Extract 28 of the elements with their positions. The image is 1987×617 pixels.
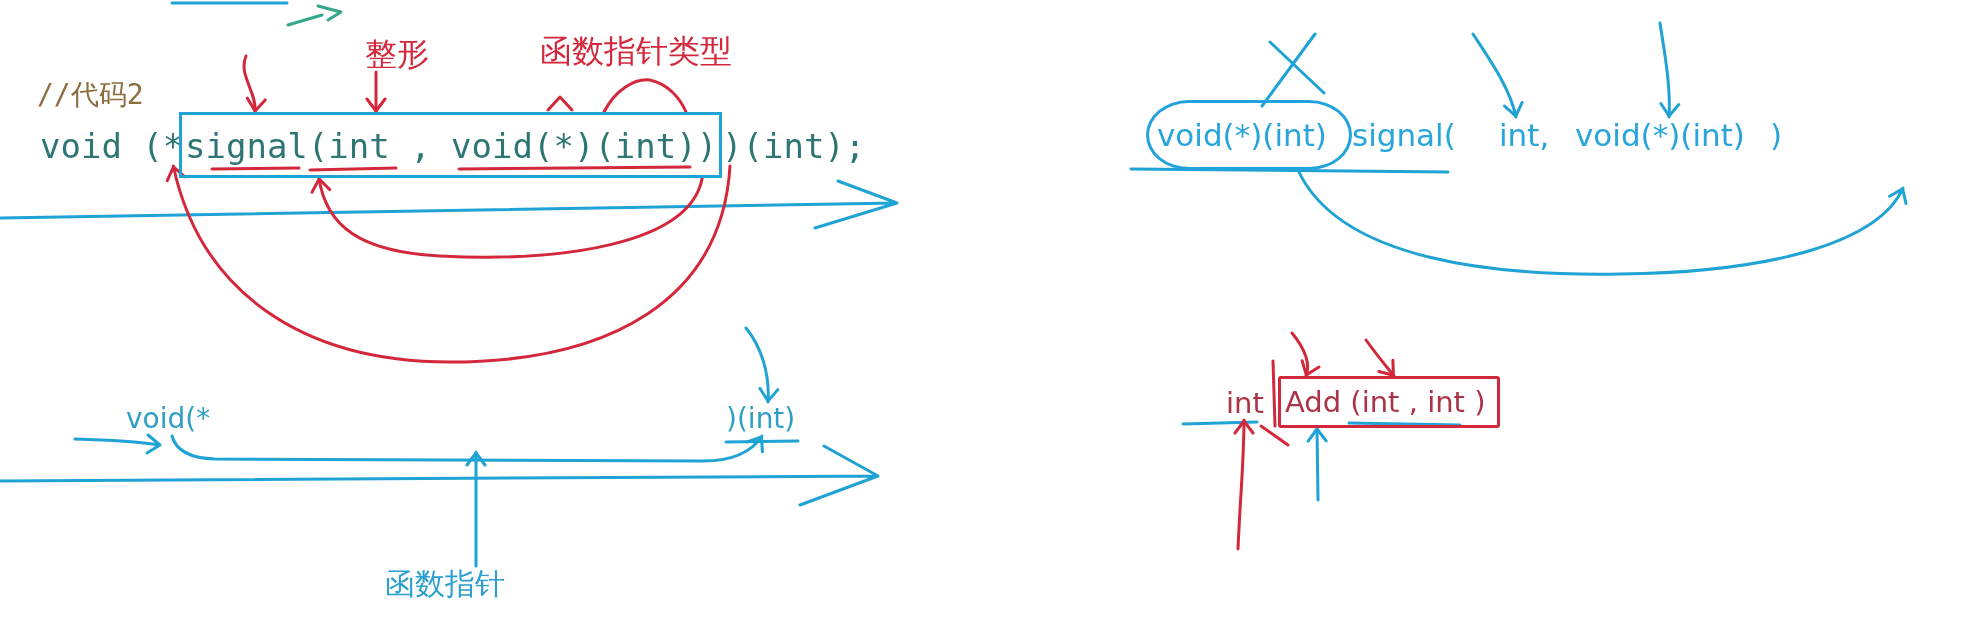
curved-arrow [311, 176, 704, 259]
code-comment: //代码2 [37, 78, 144, 112]
code-fragment: signal( [1352, 117, 1456, 153]
arrow [1658, 21, 1680, 119]
arrow [365, 70, 387, 114]
annotation-text: 函数指针类型 [540, 33, 732, 69]
code-fragment: void(*)(int) [1575, 117, 1745, 153]
circled-code: void(*)(int) [1146, 100, 1352, 170]
curved-arrow [166, 164, 732, 364]
arrow [1290, 331, 1320, 378]
code-fragment: )(int) [726, 402, 796, 436]
highlighted-code: signal(int , void(*)(int)) [179, 112, 723, 178]
annotation-text: 函数指针 [385, 566, 505, 602]
arrow [1364, 338, 1396, 378]
annotation-text: 整形 [365, 36, 429, 72]
arrow [170, 434, 764, 463]
code-fragment: ) [1770, 117, 1783, 153]
arrow [1471, 32, 1524, 119]
code-fragment: void(* [126, 402, 211, 436]
arrow [1233, 418, 1255, 551]
code-fragment: int [1226, 386, 1264, 420]
arrow [465, 450, 487, 568]
arrow [744, 326, 779, 404]
code-fragment: int, [1499, 117, 1550, 153]
arrow [1306, 426, 1328, 502]
code-text: )(int); [722, 126, 866, 166]
arrow [242, 54, 266, 114]
boxed-code: Add (int , int ) [1278, 376, 1501, 428]
